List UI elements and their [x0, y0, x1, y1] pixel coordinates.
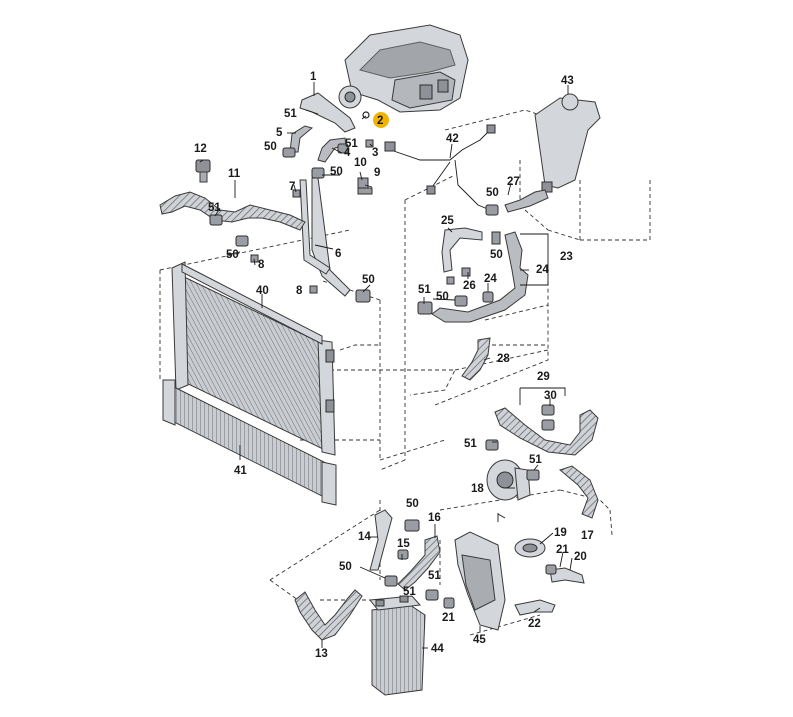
callout-50i: 50 — [339, 561, 352, 573]
callout-11: 11 — [228, 168, 241, 180]
condenser-41 — [162, 379, 337, 506]
callout-50g: 50 — [436, 291, 449, 303]
callout-7: 7 — [289, 181, 295, 193]
hose-27 — [504, 189, 549, 213]
callout-4: 4 — [344, 147, 351, 159]
callout-25: 25 — [441, 215, 454, 227]
callout-50d: 50 — [362, 274, 375, 286]
callout-16: 16 — [428, 512, 441, 524]
hose-16 — [397, 535, 441, 591]
bracket-22 — [514, 599, 556, 616]
callout-51: 51 — [284, 108, 297, 120]
expansion-tank-43 — [534, 93, 601, 193]
bleed-line-42 — [384, 124, 496, 211]
callout-8b: 8 — [296, 285, 303, 297]
aux-radiator-44 — [369, 595, 426, 696]
callout-23: 23 — [560, 251, 573, 263]
callout-45: 45 — [473, 634, 486, 646]
callout-labels: 1 2 3 4 5 6 7 8 8 9 10 11 12 13 14 15 16… — [194, 71, 594, 660]
pipe-14 — [369, 509, 393, 571]
callout-18: 18 — [471, 483, 484, 495]
pulley-19 — [514, 538, 546, 558]
radiator-40 — [171, 261, 336, 456]
callout-51b: 51 — [345, 138, 358, 150]
callout-6: 6 — [335, 248, 341, 260]
callout-8: 8 — [258, 259, 265, 271]
callout-51g: 51 — [428, 570, 441, 582]
callout-50e: 50 — [486, 187, 499, 199]
hose-29 — [494, 407, 599, 519]
callout-50f: 50 — [490, 249, 503, 261]
callout-27: 27 — [507, 176, 520, 188]
callout-24b: 24 — [484, 273, 497, 285]
callout-21b: 21 — [442, 612, 455, 624]
callout-51e: 51 — [464, 438, 477, 450]
callout-17: 17 — [581, 530, 594, 542]
bracket-45 — [454, 531, 506, 631]
bracket-20 — [549, 567, 585, 584]
callout-29: 29 — [537, 371, 550, 383]
pipe-6 — [299, 177, 351, 297]
callout-40: 40 — [256, 285, 269, 297]
hose-23-24 — [431, 231, 529, 323]
callout-2-highlight: 2 — [373, 112, 389, 128]
callout-14: 14 — [358, 531, 371, 543]
callout-3: 3 — [372, 147, 378, 159]
hose-clips — [209, 139, 557, 609]
callout-50c: 50 — [226, 249, 239, 261]
compressor-unit — [338, 24, 469, 113]
callout-51c: 51 — [208, 202, 221, 214]
clamp-30 — [541, 404, 555, 431]
hose-13 — [294, 589, 363, 641]
callout-50b: 50 — [330, 166, 343, 178]
callout-28: 28 — [497, 353, 510, 365]
callout-22: 22 — [528, 618, 541, 630]
callout-5: 5 — [276, 127, 283, 139]
callout-41: 41 — [234, 465, 247, 477]
water-pump-18 — [486, 459, 531, 501]
o-ring-2 — [362, 111, 370, 119]
hose-28 — [461, 337, 491, 381]
callout-42: 42 — [446, 133, 459, 145]
callout-13: 13 — [315, 648, 328, 660]
coolant-pipe-1 — [299, 92, 356, 133]
leader-lines — [199, 82, 573, 649]
hose-11 — [159, 191, 306, 231]
callout-44: 44 — [431, 643, 444, 655]
callout-24: 24 — [536, 264, 549, 276]
callout-50h: 50 — [406, 498, 419, 510]
callout-50: 50 — [264, 141, 277, 153]
callout-19: 19 — [554, 527, 567, 539]
callout-12: 12 — [194, 143, 207, 155]
callout-1: 1 — [310, 71, 317, 83]
callout-20: 20 — [574, 551, 587, 563]
callout-2: 2 — [377, 115, 383, 127]
hose-25 — [441, 227, 483, 273]
callout-51d: 51 — [418, 284, 431, 296]
callout-15: 15 — [397, 538, 410, 550]
callout-51h: 51 — [403, 586, 416, 598]
callout-9: 9 — [374, 167, 380, 179]
callout-43: 43 — [561, 75, 574, 87]
callout-10: 10 — [354, 157, 367, 169]
callout-26: 26 — [463, 280, 476, 292]
callout-21: 21 — [556, 544, 569, 556]
callout-51f: 51 — [529, 454, 542, 466]
callout-30: 30 — [544, 390, 557, 402]
sensor-12 — [195, 159, 211, 183]
